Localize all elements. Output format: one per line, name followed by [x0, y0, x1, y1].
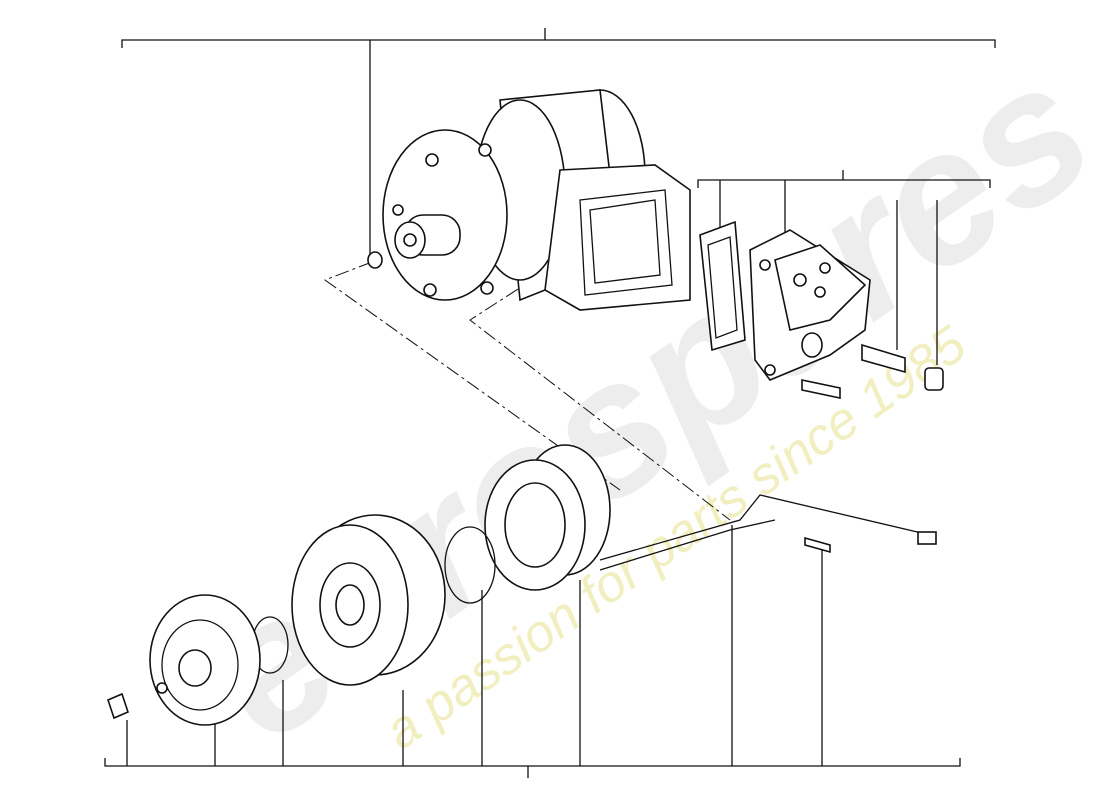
washer — [367, 251, 383, 269]
compressor — [382, 89, 691, 311]
snap-ring — [444, 526, 496, 604]
screw — [804, 536, 831, 554]
clutch-plate — [149, 594, 261, 726]
bolt — [801, 379, 841, 399]
assembly-bracket-3 — [697, 170, 991, 365]
connection-flange — [749, 229, 871, 381]
assembly-axis-line — [323, 261, 621, 491]
cap — [924, 367, 944, 391]
cable — [599, 494, 931, 561]
cable-connector — [917, 531, 937, 545]
gasket — [699, 220, 746, 352]
pulley — [291, 514, 446, 686]
valve — [861, 343, 906, 374]
hex-bolt — [107, 692, 129, 720]
magnetic-coil — [484, 444, 611, 591]
assembly-bracket-1 — [121, 28, 996, 255]
assembly-bracket-2 — [104, 525, 961, 778]
